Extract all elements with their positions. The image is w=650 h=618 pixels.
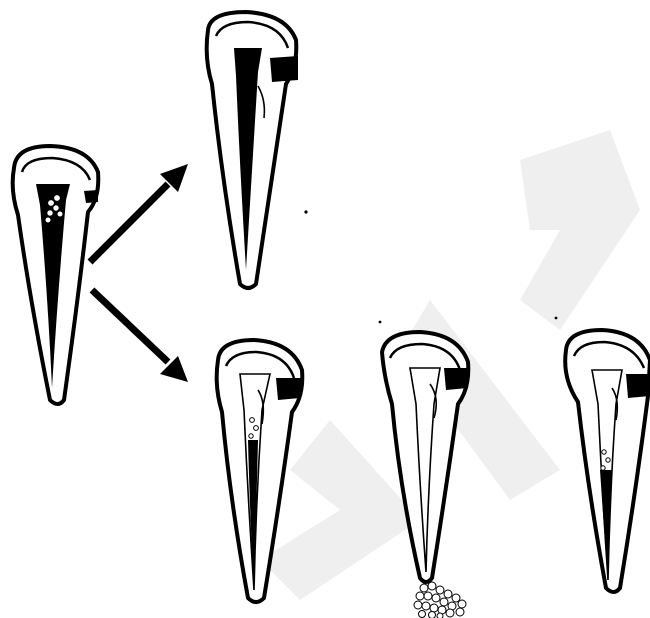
tooth-periapical-lesion xyxy=(382,332,470,618)
arrow-down-right xyxy=(92,290,188,382)
speck xyxy=(304,210,307,213)
tooth-pulp-necrosis xyxy=(207,12,298,288)
speck xyxy=(379,321,382,324)
tooth-with-carious-lesion xyxy=(13,146,99,404)
speck xyxy=(555,317,558,320)
arrow-up-right xyxy=(90,164,188,262)
tooth-partial-necrosis xyxy=(565,330,650,592)
periapical-lesion-dots xyxy=(414,582,466,618)
